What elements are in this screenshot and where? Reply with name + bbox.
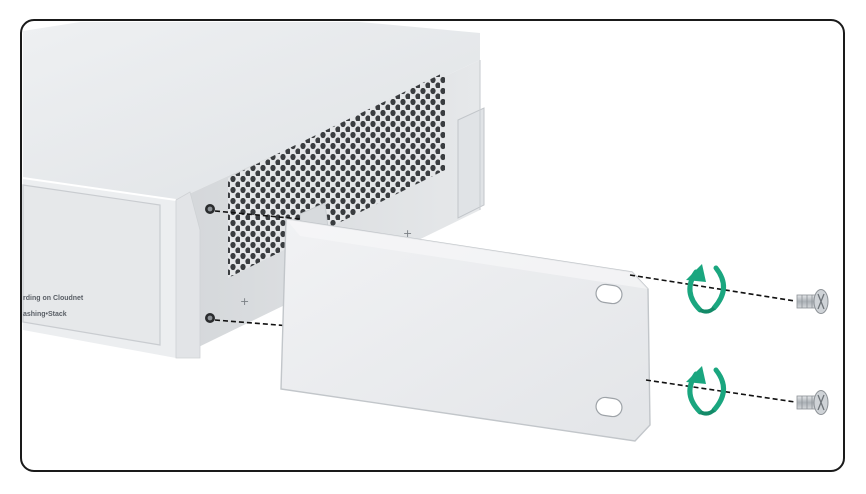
guide-line (645, 379, 796, 403)
rotation-arrow-icon (686, 264, 726, 314)
rack-mount-bracket (280, 218, 651, 442)
cross-mark: + (403, 227, 412, 240)
bracket-slot (595, 283, 623, 305)
device-top-surface (23, 22, 480, 200)
switch-device: rding on Cloudnet ashing•Stack + + (22, 22, 485, 359)
screw-icon (796, 390, 829, 415)
screw-icon (796, 289, 829, 314)
guide-line (214, 210, 301, 220)
bracket-slot (595, 396, 623, 418)
guide-line (214, 319, 291, 327)
device-label-text-1: rding on Cloudnet (23, 295, 84, 302)
mounting-hole-icon (205, 204, 215, 214)
device-label-text-2: ashing•Stack (23, 311, 67, 318)
mounting-hole-icon (205, 313, 215, 323)
ventilation-grille (228, 72, 445, 278)
guide-line (629, 274, 796, 302)
rear-recess (457, 107, 485, 219)
cross-mark: + (240, 295, 249, 308)
rotation-arrow-icon (686, 366, 726, 416)
device-label-panel (22, 184, 161, 346)
